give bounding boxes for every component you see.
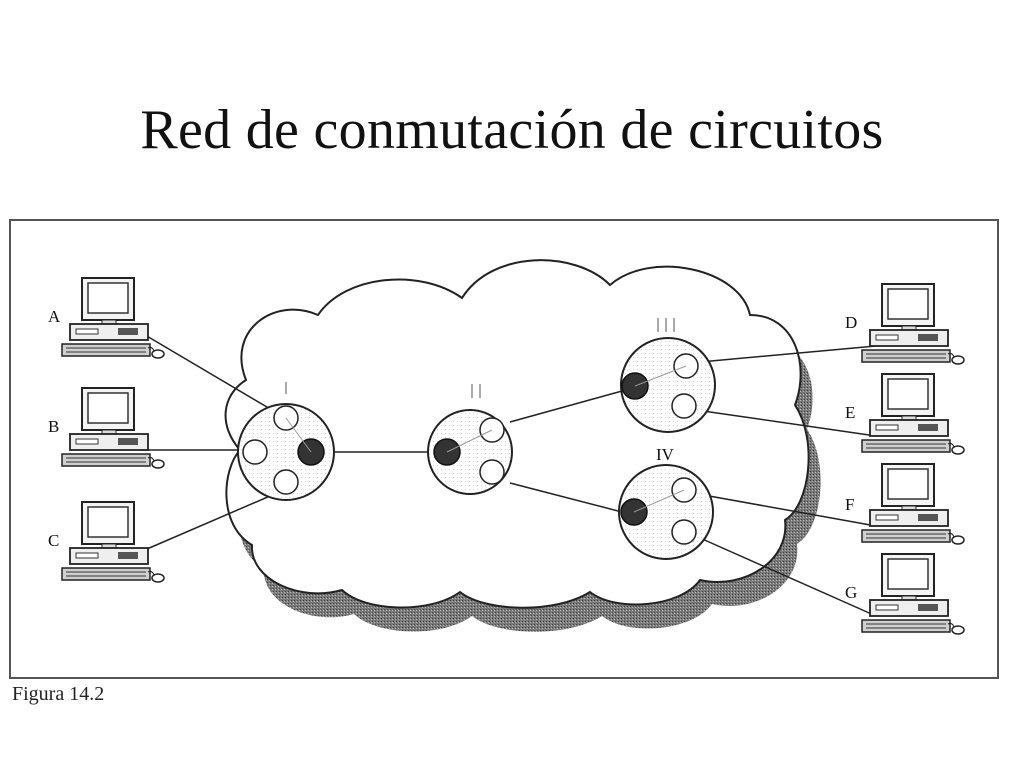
computer-f: F — [845, 463, 965, 545]
computer-g: G — [845, 553, 965, 635]
computer-c: C — [48, 501, 165, 583]
link-ii-iii — [509, 390, 623, 423]
link-iii-d — [699, 345, 877, 363]
switch-node-iii — [620, 318, 716, 433]
computer-g-label: G — [845, 583, 857, 602]
computer-a: A — [48, 277, 165, 359]
computer-f-label: F — [845, 495, 854, 514]
page-title: Red de conmutación de circuitos — [140, 99, 884, 161]
switch-iv-label: IV — [656, 445, 675, 464]
link-iii-e — [695, 409, 877, 437]
link-a-switch-i — [139, 331, 273, 411]
computer-d-label: D — [845, 313, 857, 332]
switch-node-ii — [427, 384, 513, 495]
computer-e-label: E — [845, 403, 855, 422]
computer-a-label: A — [48, 307, 61, 326]
switch-node-iv — [618, 464, 714, 560]
computer-e: E — [845, 373, 965, 455]
link-c-switch-i — [139, 495, 271, 553]
switch-node-i — [237, 382, 335, 501]
computer-d: D — [845, 283, 965, 365]
figure-caption: Figura 14.2 — [12, 683, 104, 705]
link-iv-f — [697, 493, 877, 527]
computer-c-label: C — [48, 531, 59, 550]
link-ii-iv — [509, 482, 623, 513]
link-iv-g — [699, 537, 877, 617]
computer-b: B — [48, 387, 165, 469]
computer-b-label: B — [48, 417, 59, 436]
